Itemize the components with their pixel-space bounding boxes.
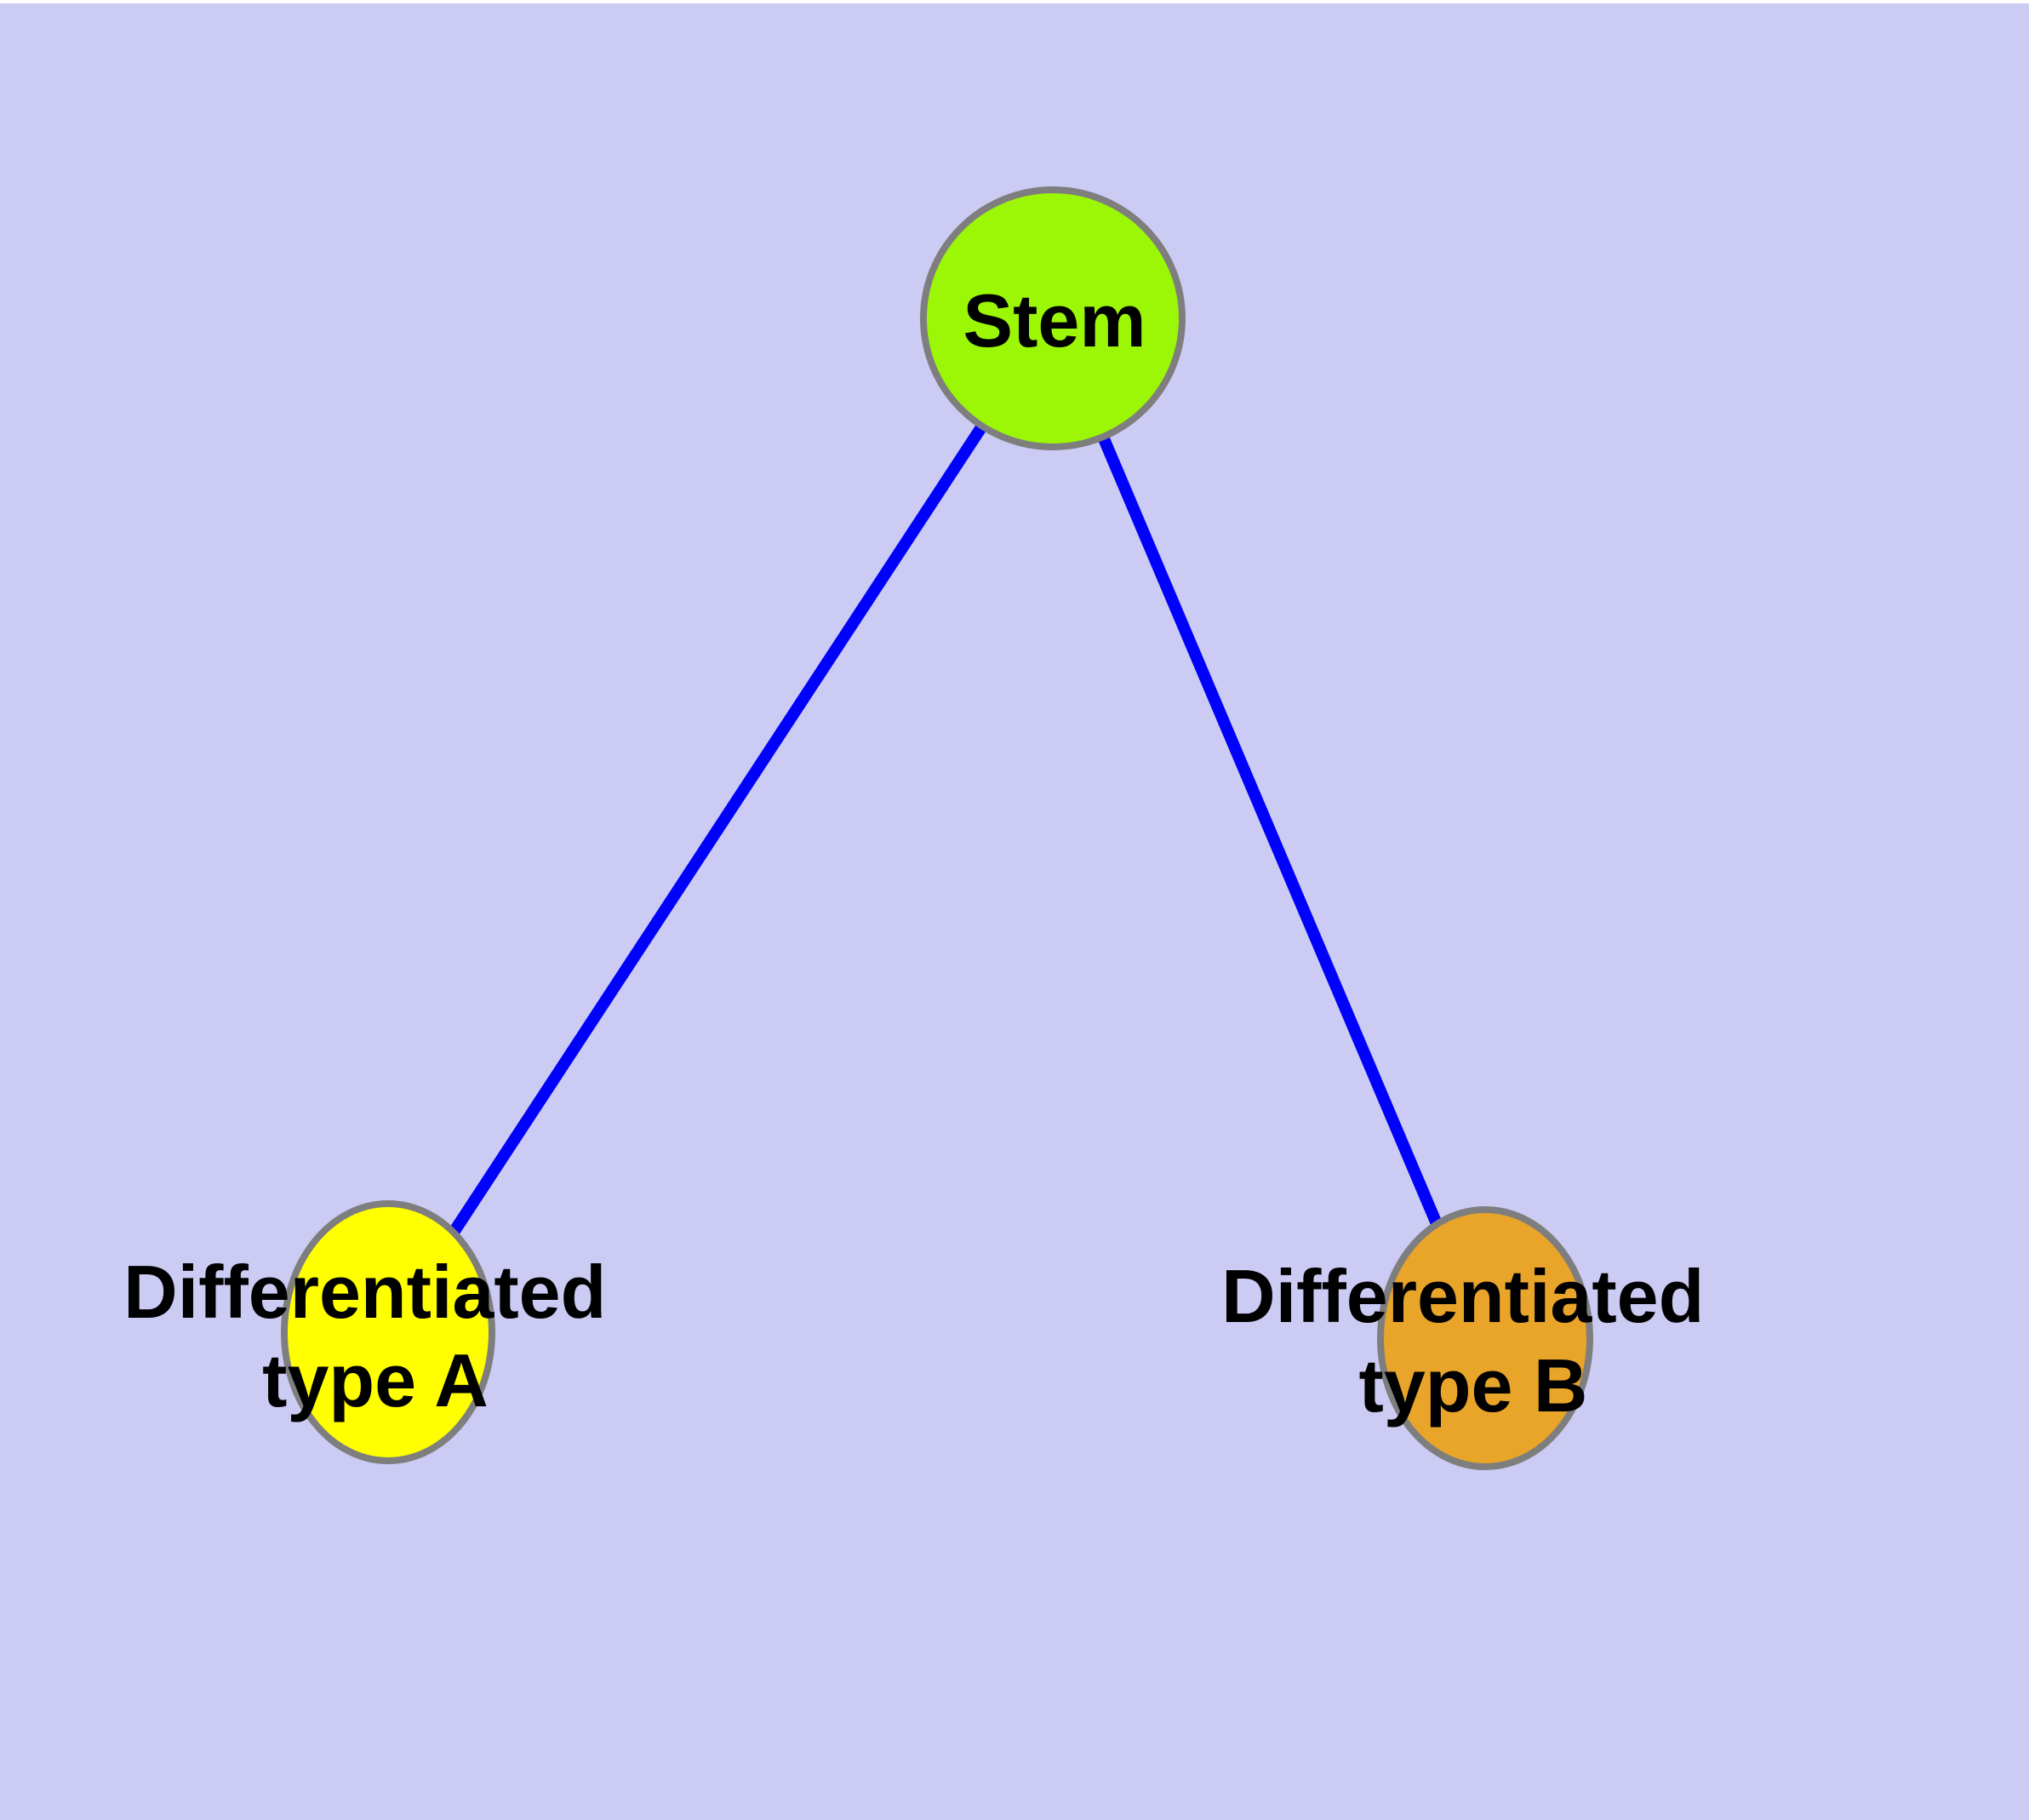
node-a-label-line2: type A bbox=[262, 1338, 489, 1422]
node-a-label-line1: Differentiated bbox=[123, 1250, 606, 1334]
node-b-label-line2: type B bbox=[1359, 1343, 1588, 1428]
node-differentiated-type-b bbox=[1377, 1206, 1593, 1470]
node-differentiated-type-a-label: Differentiated type A bbox=[123, 1250, 627, 1422]
node-differentiated-type-a bbox=[281, 1200, 495, 1464]
node-b-label-line1: Differentiated bbox=[1221, 1254, 1704, 1338]
node-stem-label: Stem bbox=[963, 278, 1146, 363]
edge-stem-to-type-a bbox=[383, 315, 1058, 1336]
node-differentiated-type-b-label: Differentiated type B bbox=[1221, 1254, 1725, 1428]
node-stem bbox=[920, 186, 1186, 450]
edge-stem-to-type-b bbox=[1047, 316, 1491, 1341]
